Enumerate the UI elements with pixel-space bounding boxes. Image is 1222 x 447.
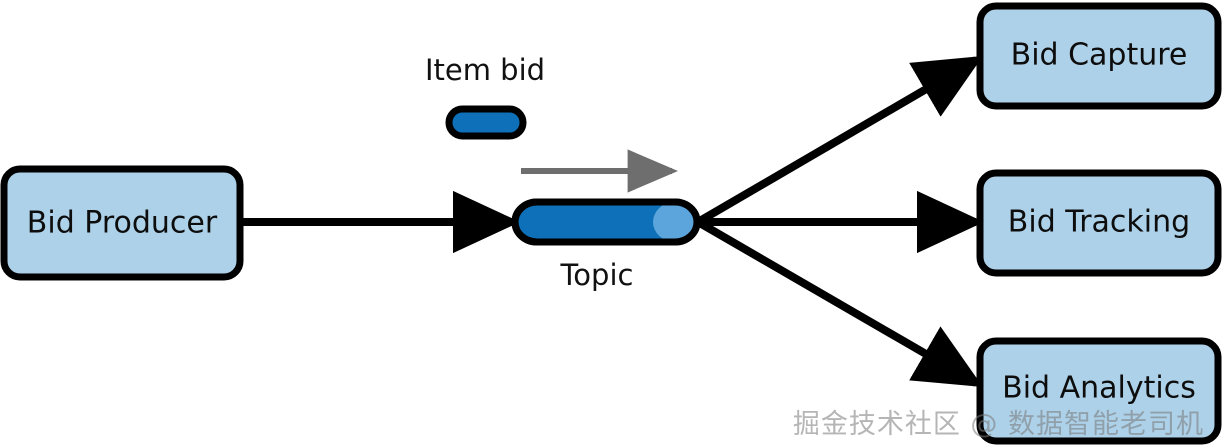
edges-group	[241, 55, 984, 388]
bid-capture-box[interactable]	[976, 2, 1222, 110]
edge-topic-to-bid-analytics	[695, 218, 983, 388]
bid-analytics-label: Bid Analytics	[1002, 371, 1196, 406]
item-bid-pill[interactable]	[445, 105, 527, 140]
node-bid-capture[interactable]: Bid Capture	[976, 2, 1222, 110]
bid-producer-label: Bid Producer	[27, 206, 218, 241]
node-bid-analytics[interactable]: Bid Analytics	[976, 337, 1222, 445]
edge-topic-to-bid-capture	[695, 55, 983, 226]
node-topic[interactable]: Topic	[511, 198, 701, 292]
bid-tracking-label: Bid Tracking	[1008, 205, 1190, 240]
node-bid-producer[interactable]: Bid Producer	[0, 165, 244, 281]
bid-capture-label: Bid Capture	[1011, 38, 1188, 73]
item-bid-label: Item bid	[425, 53, 545, 87]
bid-tracking-box[interactable]	[976, 169, 1222, 277]
topic-label: Topic	[560, 258, 634, 292]
bid-analytics-box[interactable]	[976, 337, 1222, 445]
node-item-bid-message[interactable]: Item bid	[425, 53, 545, 140]
topic-cylinder-outline	[511, 198, 701, 246]
node-bid-tracking[interactable]: Bid Tracking	[976, 169, 1222, 277]
topic-cylinder-end-cap	[653, 202, 697, 242]
bid-producer-box[interactable]	[0, 165, 244, 281]
